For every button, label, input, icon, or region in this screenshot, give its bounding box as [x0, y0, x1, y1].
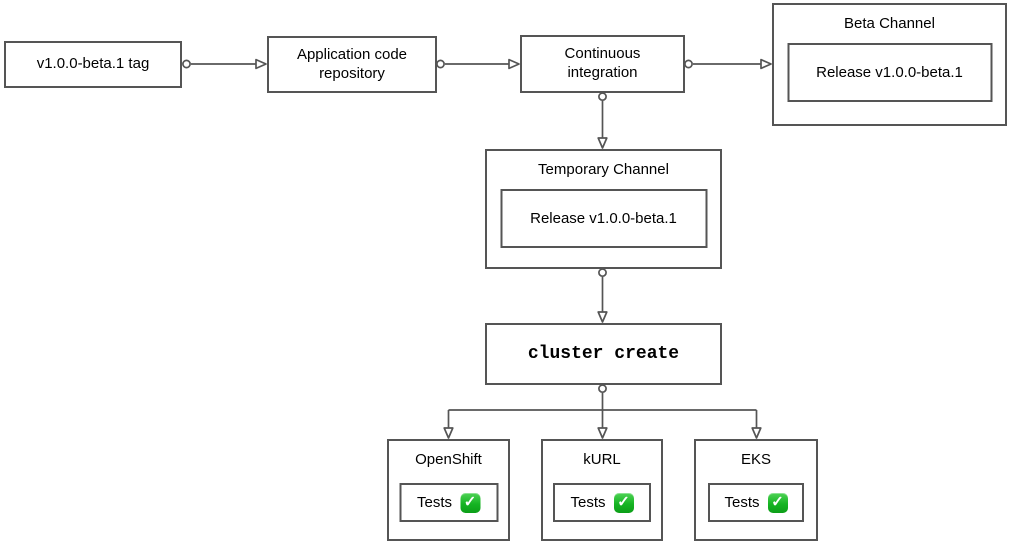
check-mark-icon: ✓ [767, 492, 788, 513]
node-cluster-create-label: cluster create [527, 343, 680, 364]
node-application-code-repository-label: Application code repository [296, 45, 408, 82]
node-application-code-repository: Application code repository [267, 36, 437, 93]
node-temporary-release-label: Release v1.0.0-beta.1 [530, 210, 677, 227]
connector-repo-to-ci [436, 58, 520, 70]
connector-ci-to-beta-channel [684, 58, 772, 70]
group-cluster-kurl-title: kURL [583, 451, 621, 468]
group-cluster-eks: EKS Tests ✓ [694, 439, 818, 541]
node-eks-tests-label: Tests [724, 494, 760, 511]
node-openshift-tests-label: Tests [416, 494, 452, 511]
node-kurl-tests: Tests ✓ [553, 483, 651, 522]
node-kurl-tests-label: Tests [570, 494, 606, 511]
connector-temporary-channel-to-cluster-create [597, 268, 608, 323]
connector-tag-to-repo [182, 58, 267, 70]
connector-ci-to-temporary-channel [597, 92, 608, 149]
node-continuous-integration: Continuous integration [520, 35, 685, 93]
group-cluster-openshift-title: OpenShift [415, 451, 482, 468]
check-glyph: ✓ [771, 493, 784, 511]
check-mark-icon: ✓ [613, 492, 634, 513]
check-glyph: ✓ [463, 493, 477, 511]
node-cluster-create: cluster create [485, 323, 722, 385]
node-version-tag: v1.0.0-beta.1 tag [4, 41, 182, 88]
group-temporary-channel: Temporary Channel Release v1.0.0-beta.1 [485, 149, 722, 269]
node-eks-tests: Tests ✓ [708, 483, 804, 522]
group-beta-channel: Beta Channel Release v1.0.0-beta.1 [772, 3, 1007, 126]
group-temporary-channel-title: Temporary Channel [538, 161, 669, 178]
node-continuous-integration-label: Continuous integration [564, 45, 641, 81]
node-temporary-release: Release v1.0.0-beta.1 [500, 189, 707, 248]
node-beta-release-label: Release v1.0.0-beta.1 [816, 64, 963, 81]
check-mark-icon: ✓ [460, 492, 480, 513]
group-cluster-kurl: kURL Tests ✓ [541, 439, 663, 541]
node-beta-release: Release v1.0.0-beta.1 [787, 43, 992, 102]
group-cluster-openshift: OpenShift Tests ✓ [387, 439, 510, 541]
node-version-tag-label: v1.0.0-beta.1 tag [36, 55, 150, 73]
group-cluster-eks-title: EKS [740, 451, 771, 468]
node-openshift-tests: Tests ✓ [399, 483, 498, 522]
connector-cluster-create-to-clusters [443, 384, 762, 439]
group-beta-channel-title: Beta Channel [844, 15, 935, 32]
check-glyph: ✓ [617, 493, 630, 511]
